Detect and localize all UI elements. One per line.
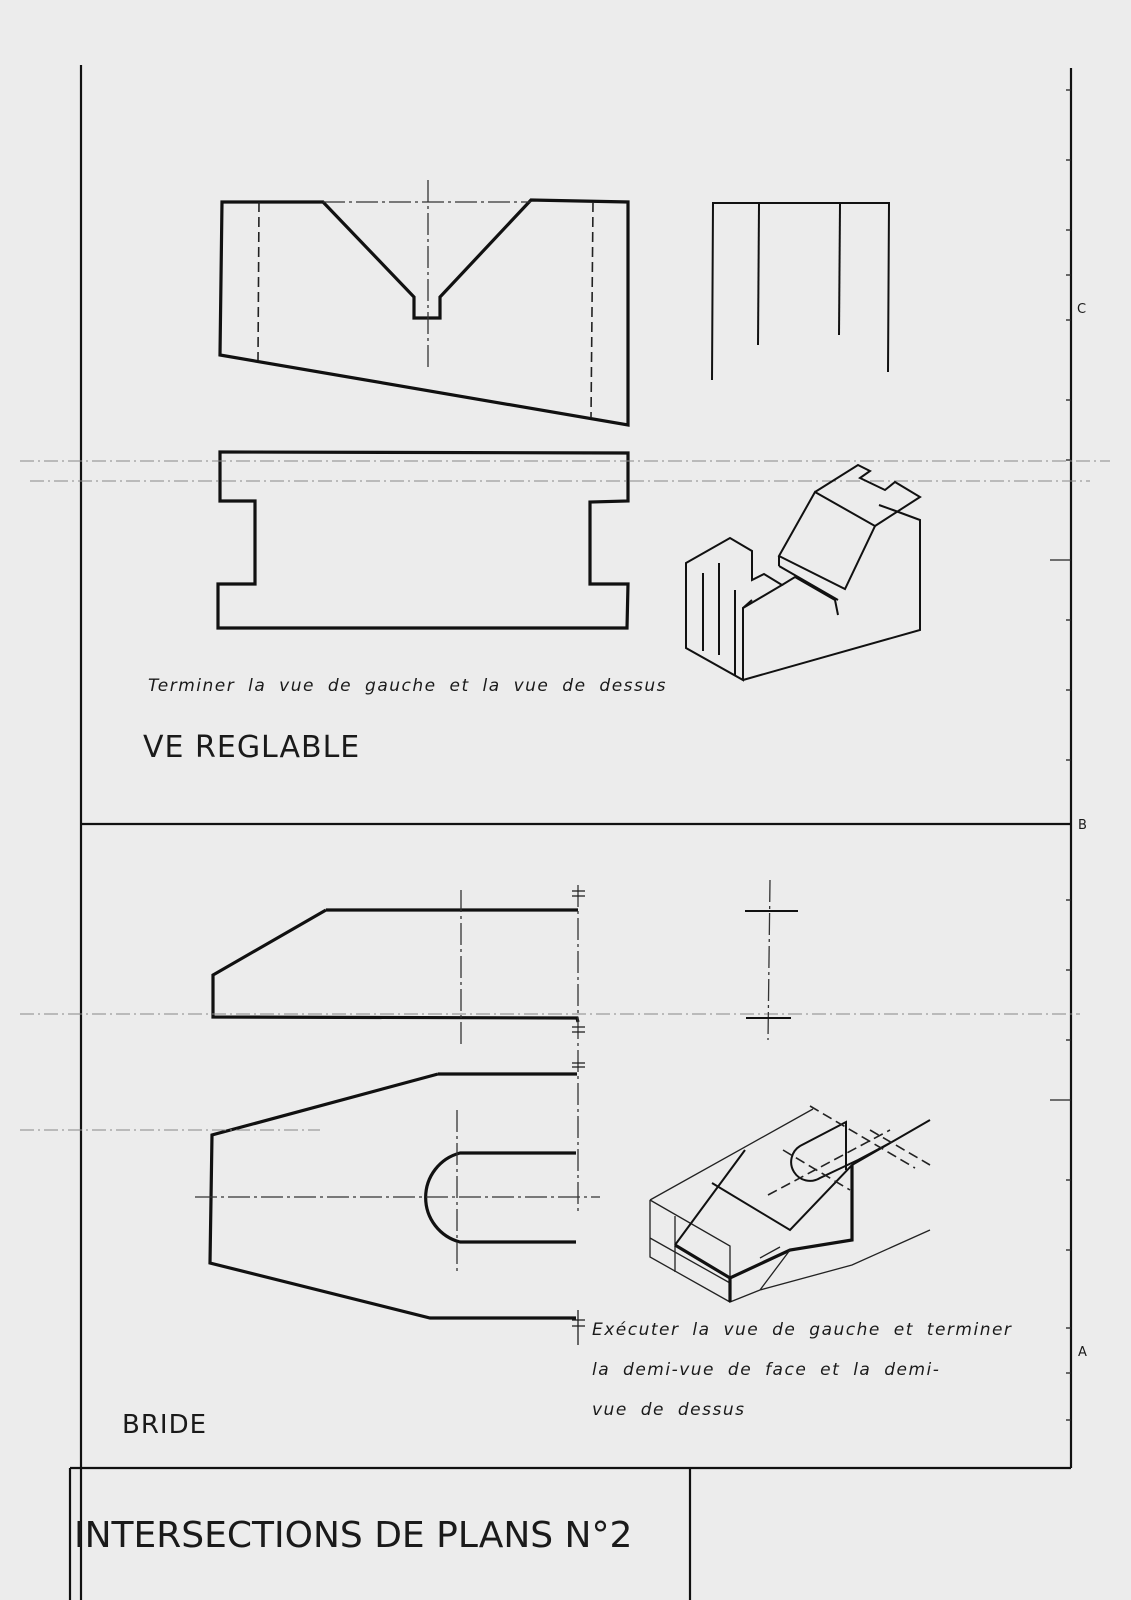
ve-reglable-isometric-view [685, 463, 922, 682]
bride-isometric-view [649, 1105, 931, 1303]
bride-title: BRIDE [122, 1410, 208, 1440]
ve-reglable-front-view [218, 180, 630, 427]
zone-marker-a: A [1078, 1345, 1087, 1360]
zone-marker-b: B [1078, 818, 1087, 833]
ve-reglable-top-view [20, 450, 1110, 630]
zone-marker-c: C [1077, 302, 1087, 317]
sheet-title: INTERSECTIONS DE PLANS N°2 [74, 1515, 633, 1556]
ve-reglable-left-view [711, 202, 891, 381]
bride-instruction-line-3: vue de dessus [592, 1400, 746, 1420]
ve-reglable-title: VE REGLABLE [143, 730, 361, 765]
bride-half-top-view [20, 1072, 600, 1320]
bride-half-front-view [20, 885, 1080, 1345]
bride-instruction-line-2: la demi-vue de face et la demi- [592, 1360, 941, 1380]
ve-reglable-instruction: Terminer la vue de gauche et la vue de d… [148, 676, 668, 696]
bride-left-view-axes [745, 879, 798, 1041]
sheet-frame [68, 65, 1073, 1600]
bride-instruction-line-1: Exécuter la vue de gauche et terminer [592, 1320, 1013, 1340]
